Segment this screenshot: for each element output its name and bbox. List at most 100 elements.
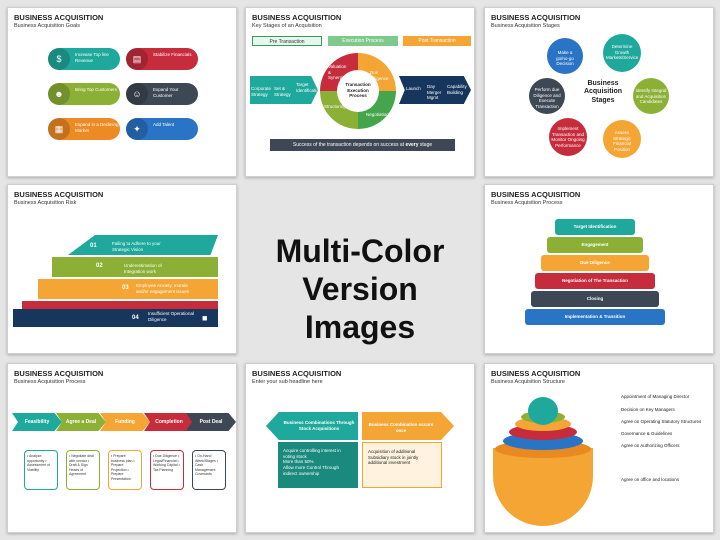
process-step: Engagement xyxy=(547,237,643,253)
slide-title: BUSINESS ACQUISITION xyxy=(14,13,104,22)
right-panel: Acquisition of additional Subsidiary sto… xyxy=(362,442,442,488)
process-step: Due Diligence xyxy=(541,255,649,271)
process-chevron: Agree a Deal xyxy=(56,413,106,431)
people-icon: ☻ xyxy=(48,83,70,105)
left-arrow-label: Set & Strategy xyxy=(274,86,291,97)
right-arrow-label: Capability Building xyxy=(447,84,467,95)
goal-label: Add Talent xyxy=(153,122,175,127)
risk-number: 02 xyxy=(96,263,103,269)
slide-subtitle: Key Stages of an Acquisition xyxy=(252,23,322,29)
right-arrow-label: Launch xyxy=(406,86,421,91)
slide-structure[interactable]: BUSINESS ACQUISITION Business Acquisitio… xyxy=(484,363,714,533)
chart-icon: ▤ xyxy=(126,48,148,70)
slide-subtitle: Business Acquisition Risk xyxy=(14,200,77,206)
ring-center xyxy=(337,70,379,112)
slide-risk[interactable]: BUSINESS ACQUISITION Business Acquisitio… xyxy=(7,184,237,354)
market-icon: ▦ xyxy=(48,118,70,140)
structure-base xyxy=(493,448,593,526)
risk-text: Underestimation of Integration work xyxy=(124,263,162,274)
group-icon: ☺ xyxy=(126,83,148,105)
structure-top xyxy=(528,397,558,425)
stage-label: Identify Integral and Acquisition Candid… xyxy=(635,88,667,105)
slide-subtitle: Business Acquisition Goals xyxy=(14,23,81,29)
footer-emphasis: every xyxy=(405,142,419,148)
risk-bar xyxy=(38,279,218,299)
ring-center-label: Transaction Execution Process xyxy=(345,82,371,99)
slide-subtitle: Enter your sub headline here xyxy=(252,379,323,385)
goal-pill: ▦ Expand in a Declining Market xyxy=(48,118,120,140)
left-panel: Acquire controlling interest in voting s… xyxy=(278,442,358,488)
left-item: Acquire controlling interest in voting s… xyxy=(283,448,341,459)
risk-text: Employee Anxiety, morale and/or engageme… xyxy=(136,283,190,294)
slide-title: BUSINESS ACQUISITION xyxy=(14,190,104,199)
footer-text: Success of the transaction depends on su… xyxy=(292,142,406,148)
slide-process-stack[interactable]: BUSINESS ACQUISITION Business Acquisitio… xyxy=(484,184,714,354)
process-step: Negotiation of The Transaction xyxy=(535,273,655,289)
stage-blob xyxy=(529,78,565,114)
stage-blob xyxy=(603,120,641,158)
slide-title: BUSINESS ACQUISITION xyxy=(252,369,342,378)
risk-number: 04 xyxy=(132,315,139,321)
goal-label: Stabilize Financials xyxy=(153,52,192,57)
risk-bar xyxy=(52,257,218,277)
process-chevron: Funding xyxy=(100,413,150,431)
risk-number: 03 xyxy=(122,285,129,291)
left-item: More than 50% xyxy=(283,459,314,465)
risk-number: 01 xyxy=(90,243,97,249)
left-arrow-label: Target Identification xyxy=(296,82,322,93)
slide-subtitle: Business Acquisition Process xyxy=(491,200,563,206)
right-item: Acquisition of additional Subsidiary sto… xyxy=(368,449,419,466)
risk-bar xyxy=(13,309,218,327)
goal-label: Expand Your Customer xyxy=(153,87,179,98)
stage-label: Assess Strategic Financial Position xyxy=(612,130,631,152)
slide-goals[interactable]: BUSINESS ACQUISITION Business Acquisitio… xyxy=(7,7,237,177)
right-arrows xyxy=(399,76,471,104)
stage-blob xyxy=(547,38,583,74)
goal-pill: ▤ Stabilize Financials xyxy=(126,48,198,70)
right-arrow-label: Day Merger Mgmt xyxy=(427,84,442,101)
process-step: Target Identification xyxy=(555,219,635,235)
stage-blob xyxy=(633,78,669,114)
process-step: Implementation & Transition xyxy=(525,309,665,325)
stage-head: Execution Process xyxy=(328,36,398,46)
stage-label: Make a go/no-go Decision xyxy=(556,50,574,67)
slide-combinations[interactable]: BUSINESS ACQUISITION Enter your sub head… xyxy=(245,363,475,533)
structure-label: Appointment of Managing Director xyxy=(621,394,690,399)
ring-label: Valuation & Synergies xyxy=(328,64,349,81)
footer-text: stage xyxy=(418,142,433,148)
left-item: Allow more Control Through indirect owne… xyxy=(283,464,339,476)
slide-subtitle: Business Acquisition Stages xyxy=(491,23,560,29)
left-arrow-label: Corporate Strategy xyxy=(251,86,272,97)
process-step: Closing xyxy=(531,291,659,307)
slide-process-chevrons[interactable]: BUSINESS ACQUISITION Business Acquisitio… xyxy=(7,363,237,533)
slide-acquisition-stages[interactable]: BUSINESS ACQUISITION Business Acquisitio… xyxy=(484,7,714,177)
stage-label: Determine Growth Markets/Service xyxy=(606,44,639,61)
risk-text: Insufficient Operational Diligence xyxy=(148,311,194,322)
goal-label: Expand in a Declining Market xyxy=(75,122,119,133)
goal-label: Increase Top line Revenue xyxy=(75,52,109,63)
center-heading-line1: Multi-Color xyxy=(275,233,445,269)
center-heading-line2: Version Images xyxy=(302,271,418,345)
process-detail-box: • Negotiate deal with vendor • Draft & S… xyxy=(66,450,100,490)
ring-label: Structuring xyxy=(324,104,346,109)
goal-pill: ☻Bring Top Customers xyxy=(48,83,120,105)
stage-label: Implement Transaction and Monitor Ongoin… xyxy=(551,126,585,148)
lock-icon: ■ xyxy=(202,313,208,323)
stage-blob xyxy=(603,34,641,72)
right-head: Business Combination occurs once xyxy=(368,422,434,433)
structure-label: Agree on Operating Statutory Structures xyxy=(621,419,702,424)
process-detail-box: • Analyze opportunity • Assessment of Vi… xyxy=(24,450,58,490)
structure-label: Agree on Authorizing Officers xyxy=(621,443,680,448)
ring-label: Negotiation xyxy=(366,112,389,117)
money-icon: $ xyxy=(48,48,70,70)
slide-key-stages[interactable]: BUSINESS ACQUISITION Key Stages of an Ac… xyxy=(245,7,475,177)
slide-subtitle: Business Acquisition Structure xyxy=(491,379,565,385)
stage-head: Post Transaction xyxy=(403,36,471,46)
slide-subtitle: Business Acquisition Process xyxy=(14,379,86,385)
risk-bar xyxy=(68,235,218,255)
stages-center-label: Business Acquisition Stages xyxy=(583,80,623,104)
stage-blob xyxy=(549,118,587,156)
left-head: Business Combinations Through Stock Acqu… xyxy=(283,420,355,431)
process-chevron: Post Deal xyxy=(186,413,236,431)
stage-label: Perform due Diligence and Execute Transa… xyxy=(533,87,561,109)
